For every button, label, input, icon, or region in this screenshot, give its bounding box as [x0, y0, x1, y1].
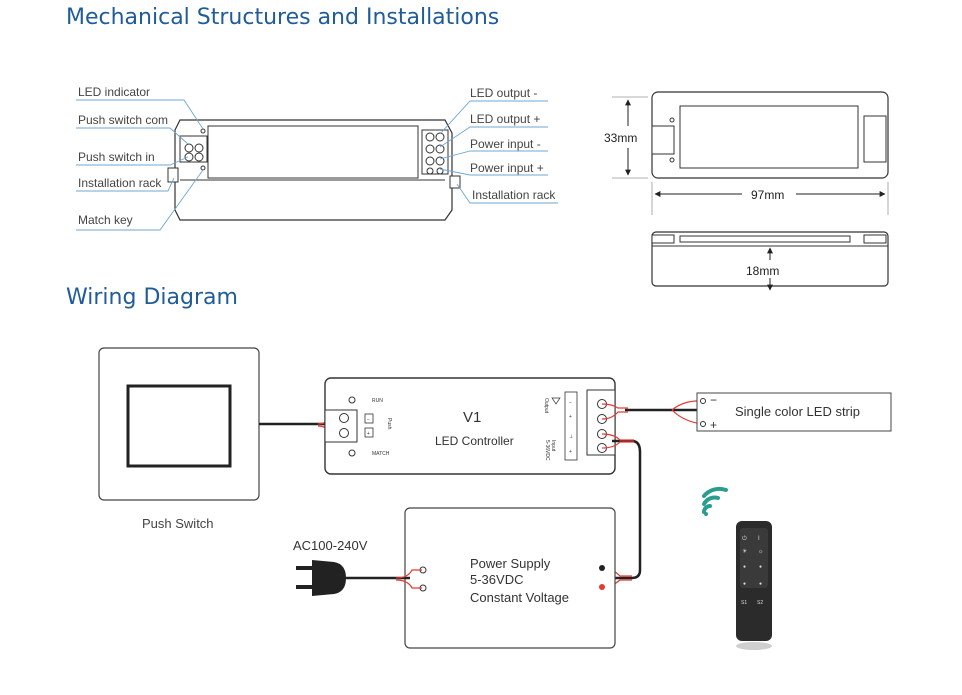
led-strip: [696, 392, 892, 432]
input-range-label: 5-36VDC: [544, 440, 550, 461]
right-labels: LED output - LED output + Power input - …: [470, 86, 556, 202]
label-push-switch-in: Push switch in: [78, 150, 155, 164]
remote-btn-power: ⏻: [742, 535, 747, 542]
remote-control: [736, 521, 772, 650]
ps-line2: 5-36VDC: [470, 572, 523, 587]
label-led-indicator: LED indicator: [78, 85, 150, 99]
remote-btn-3: ●: [743, 581, 746, 587]
label-power-input-minus: Power input -: [470, 137, 541, 151]
remote-btn-bright-up: ☀: [742, 548, 747, 555]
remote-btn-4: ●: [759, 581, 762, 587]
label-match-key: Match key: [78, 213, 133, 227]
push-terminal-minus: −: [367, 417, 370, 423]
match-key-dot: [200, 165, 206, 171]
remote-btn-s1: S1: [741, 600, 747, 606]
wifi-icon: [702, 486, 728, 516]
strip-minus: −: [710, 393, 717, 407]
label-installation-rack-left: Installation rack: [78, 176, 162, 190]
output-side-label: Output: [543, 398, 549, 414]
strip-plus: +: [710, 418, 717, 432]
wiring-heading: Wiring Diagram: [66, 285, 238, 310]
input-plus-symbol: +: [569, 449, 572, 455]
label-led-output-plus: LED output +: [470, 112, 540, 126]
dim-height: 33mm: [604, 131, 637, 145]
input-minus-symbol: ⊥: [569, 434, 573, 440]
controller-name: LED Controller: [435, 434, 514, 448]
controller-model: V1: [463, 409, 481, 426]
controller-perspective: [167, 119, 461, 221]
input-side-label: Input: [550, 440, 556, 452]
mechanical-heading: Mechanical Structures and Installations: [66, 5, 500, 30]
led-strip-wires: [601, 400, 704, 425]
output-minus-symbol: −: [569, 400, 572, 406]
run-label: RUN: [372, 398, 383, 404]
label-push-switch-com: Push switch com: [78, 113, 168, 127]
label-installation-rack-right: Installation rack: [472, 188, 556, 202]
callout-lines: [76, 99, 558, 231]
ps-line1: Power Supply: [470, 556, 551, 571]
remote-btn-2: ●: [759, 564, 762, 570]
led-strip-label: Single color LED strip: [735, 404, 860, 419]
remote-btn-bright-down: ☼: [758, 549, 764, 555]
remote-btn-on: I: [758, 536, 760, 542]
dim-length: 97mm: [751, 188, 784, 202]
push-switch-label: Push Switch: [142, 516, 214, 531]
ac-label: AC100-240V: [293, 538, 368, 553]
top-view-drawing: [612, 91, 889, 215]
led-indicator-dot: [200, 128, 206, 134]
dim-depth: 18mm: [746, 264, 779, 278]
remote-btn-1: ●: [743, 564, 746, 570]
match-label: MATCH: [372, 451, 390, 457]
side-view-drawing: [651, 231, 889, 291]
push-side-label: Push: [386, 418, 392, 430]
ac-plug: [296, 560, 422, 596]
left-labels: LED indicator Push switch com Push switc…: [78, 85, 168, 227]
remote-btn-s2: S2: [757, 600, 763, 606]
label-power-input-plus: Power input +: [470, 161, 544, 175]
push-terminal-plus: +: [367, 431, 370, 437]
remote-buttons: ⏻ I ☀ ☼ ● ● ● ● S1 S2: [741, 535, 764, 606]
output-plus-symbol: +: [569, 414, 572, 420]
led-controller: [324, 377, 616, 475]
ps-line3: Constant Voltage: [470, 590, 569, 605]
label-led-output-minus: LED output -: [470, 86, 537, 100]
push-switch: [98, 347, 260, 501]
